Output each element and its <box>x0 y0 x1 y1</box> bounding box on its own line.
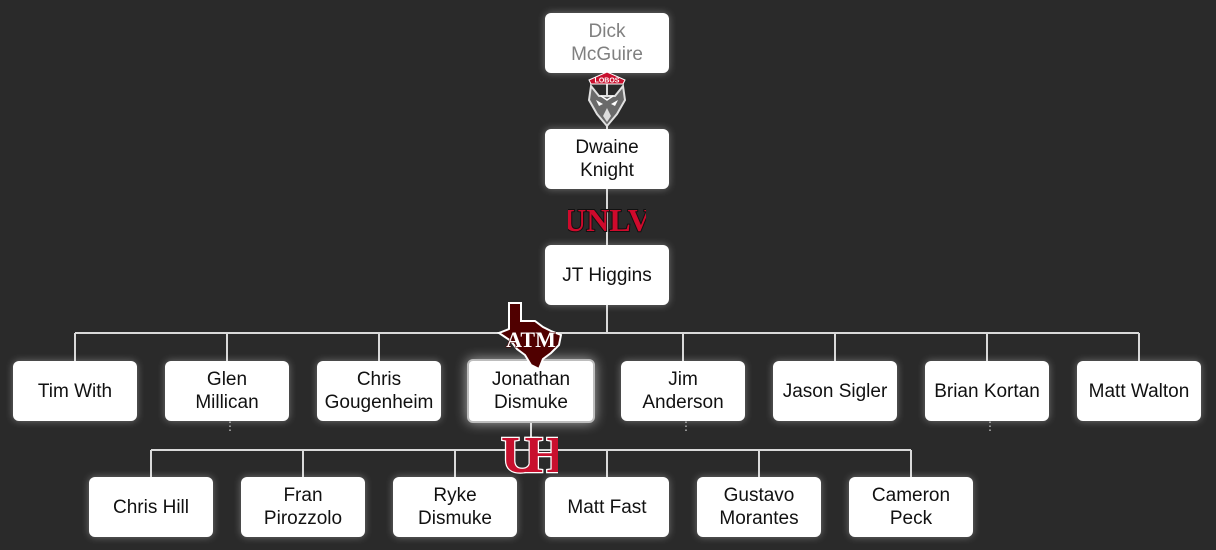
node-label: Dwaine Knight <box>575 137 639 181</box>
node-label: Chris Gougenheim <box>324 369 434 413</box>
node-row1-2[interactable]: Chris Gougenheim <box>317 361 441 421</box>
node-level1[interactable]: Dwaine Knight <box>545 129 669 189</box>
node-row2-4[interactable]: Gustavo Morantes <box>697 477 821 537</box>
node-root[interactable]: Dick McGuire <box>545 13 669 73</box>
node-row1-3[interactable]: Jonathan Dismuke <box>467 359 595 423</box>
node-row2-2[interactable]: Ryke Dismuke <box>393 477 517 537</box>
node-label: Matt Walton <box>1088 380 1190 402</box>
node-row2-1[interactable]: Fran Pirozzolo <box>241 477 365 537</box>
node-row1-7[interactable]: Matt Walton <box>1077 361 1201 421</box>
node-row1-0[interactable]: Tim With <box>13 361 137 421</box>
more-indicator-icon[interactable]: ⋮ <box>224 419 236 433</box>
node-label: Cameron Peck <box>871 485 951 529</box>
node-label: JT Higgins <box>562 264 652 286</box>
node-label: Gustavo Morantes <box>719 485 799 529</box>
node-level2[interactable]: JT Higgins <box>545 245 669 305</box>
node-label: Tim With <box>37 380 113 402</box>
node-label: Ryke Dismuke <box>418 485 492 529</box>
node-row1-6[interactable]: Brian Kortan <box>925 361 1049 421</box>
node-label: Jonathan Dismuke <box>491 369 571 413</box>
node-label: Jason Sigler <box>782 380 888 402</box>
node-row2-0[interactable]: Chris Hill <box>89 477 213 537</box>
node-label: Glen Millican <box>195 369 259 413</box>
node-row2-5[interactable]: Cameron Peck <box>849 477 973 537</box>
node-label: Matt Fast <box>567 496 647 518</box>
node-row1-4[interactable]: Jim Anderson <box>621 361 745 421</box>
node-label: Jim Anderson <box>642 369 724 413</box>
node-label: Dick McGuire <box>571 21 643 65</box>
node-row1-5[interactable]: Jason Sigler <box>773 361 897 421</box>
node-label: Brian Kortan <box>934 380 1040 402</box>
more-indicator-icon[interactable]: ⋮ <box>680 419 692 433</box>
node-label: Chris Hill <box>113 496 189 518</box>
node-row2-3[interactable]: Matt Fast <box>545 477 669 537</box>
more-indicator-icon[interactable]: ⋮ <box>984 419 996 433</box>
node-row1-1[interactable]: Glen Millican <box>165 361 289 421</box>
node-label: Fran Pirozzolo <box>263 485 343 529</box>
